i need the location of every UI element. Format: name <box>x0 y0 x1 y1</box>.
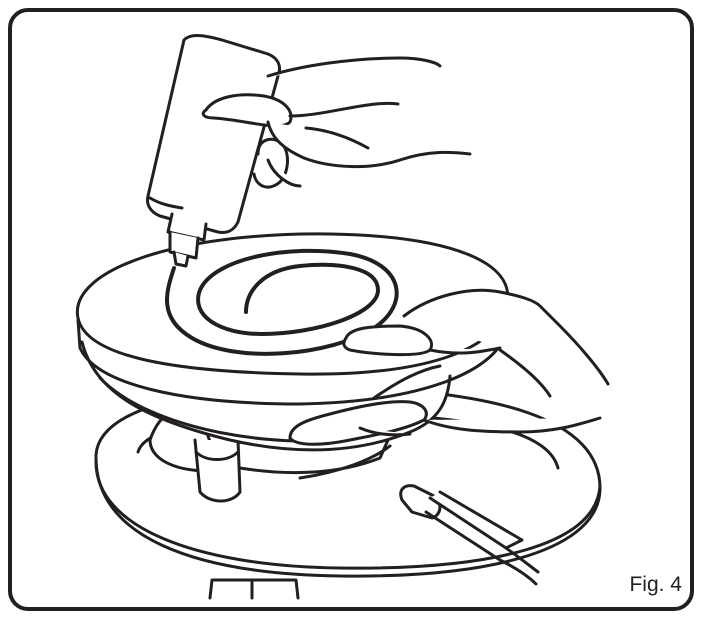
glue-bottle <box>146 34 282 268</box>
glue-trail <box>165 248 399 356</box>
motor-housing <box>148 399 392 600</box>
figure-caption: Fig. 4 <box>629 573 682 596</box>
upper-hand <box>201 56 472 189</box>
lower-hand <box>288 288 610 446</box>
power-cord <box>399 484 540 586</box>
